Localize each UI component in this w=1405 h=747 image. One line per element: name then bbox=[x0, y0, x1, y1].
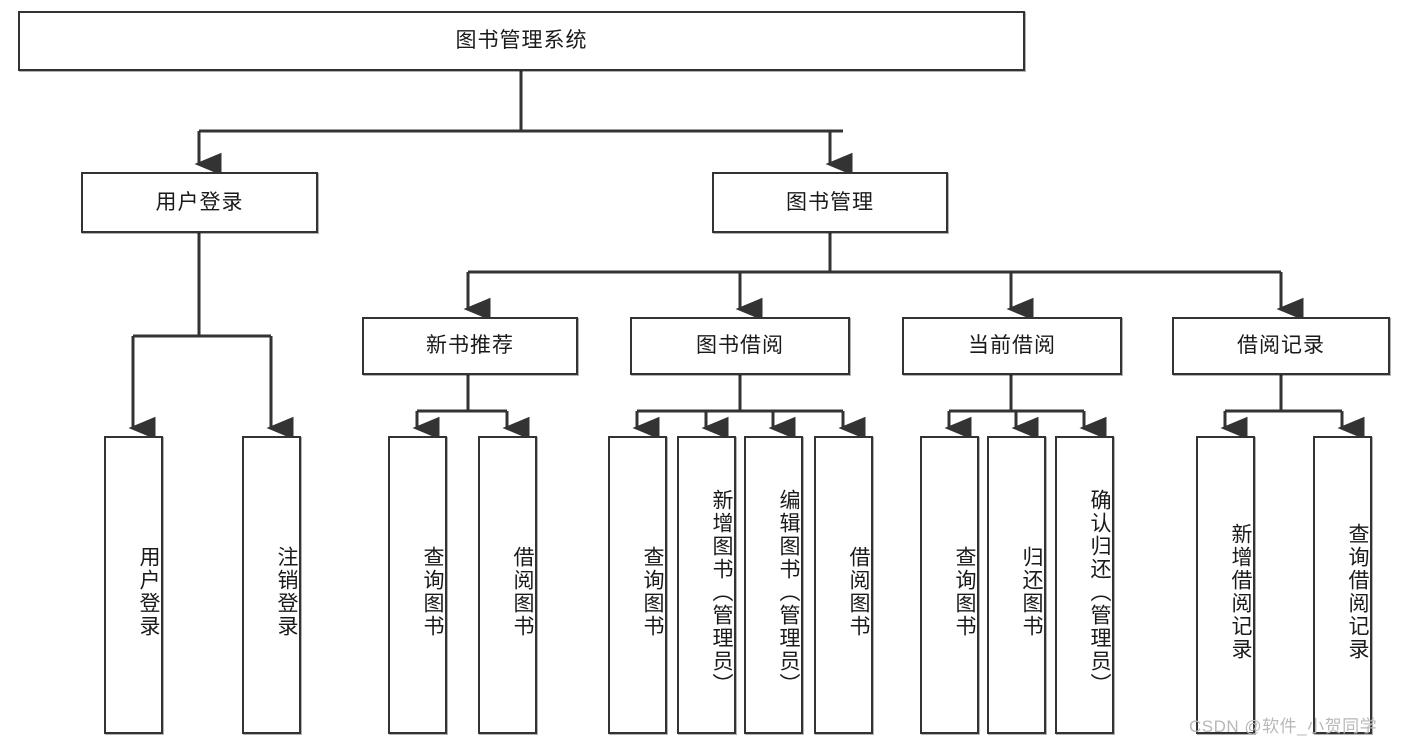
leaf-current-query-book[interactable]: 查询图书 bbox=[920, 436, 979, 734]
node-borrow-record[interactable]: 借阅记录 bbox=[1172, 317, 1390, 375]
leaf-borrow-query-book[interactable]: 查询图书 bbox=[608, 436, 667, 734]
leaf-user-login-signout[interactable]: 注销登录 bbox=[242, 436, 301, 734]
node-current-borrow[interactable]: 当前借阅 bbox=[902, 317, 1122, 375]
leaf-recommend-query-book[interactable]: 查询图书 bbox=[388, 436, 447, 734]
leaf-label: 查询借阅记录 bbox=[1346, 523, 1369, 661]
leaf-label: 编辑图书（管理员） bbox=[777, 488, 800, 696]
node-user-login[interactable]: 用户登录 bbox=[81, 172, 318, 233]
leaf-label: 查询图书 bbox=[421, 546, 444, 638]
leaf-label: 借阅图书 bbox=[511, 546, 534, 638]
leaf-borrow-borrow-book[interactable]: 借阅图书 bbox=[814, 436, 873, 734]
node-root-system[interactable]: 图书管理系统 bbox=[18, 11, 1025, 71]
leaf-label: 查询图书 bbox=[953, 546, 976, 638]
leaf-label: 借阅图书 bbox=[847, 546, 870, 638]
leaf-recommend-borrow-book[interactable]: 借阅图书 bbox=[478, 436, 537, 734]
leaf-user-login-signin[interactable]: 用户登录 bbox=[104, 436, 163, 734]
node-book-borrow[interactable]: 图书借阅 bbox=[630, 317, 850, 375]
leaf-borrow-edit-book-admin[interactable]: 编辑图书（管理员） bbox=[744, 436, 803, 734]
leaf-current-confirm-return-admin[interactable]: 确认归还（管理员） bbox=[1055, 436, 1114, 734]
watermark: CSDN @软件_小贺同学 bbox=[1189, 717, 1378, 736]
leaf-record-query-borrow-record[interactable]: 查询借阅记录 bbox=[1313, 436, 1372, 734]
leaf-label: 注销登录 bbox=[275, 546, 298, 638]
leaf-label: 新增图书（管理员） bbox=[710, 488, 733, 696]
leaf-label: 查询图书 bbox=[641, 546, 664, 638]
leaf-record-add-borrow-record[interactable]: 新增借阅记录 bbox=[1196, 436, 1255, 734]
leaf-borrow-add-book-admin[interactable]: 新增图书（管理员） bbox=[677, 436, 736, 734]
leaf-current-return-book[interactable]: 归还图书 bbox=[987, 436, 1046, 734]
leaf-label: 确认归还（管理员） bbox=[1088, 488, 1111, 696]
node-new-book-recommend[interactable]: 新书推荐 bbox=[362, 317, 578, 375]
leaf-label: 归还图书 bbox=[1020, 546, 1043, 638]
node-book-management[interactable]: 图书管理 bbox=[712, 172, 948, 233]
leaf-label: 新增借阅记录 bbox=[1229, 523, 1252, 661]
leaf-label: 用户登录 bbox=[137, 546, 160, 638]
